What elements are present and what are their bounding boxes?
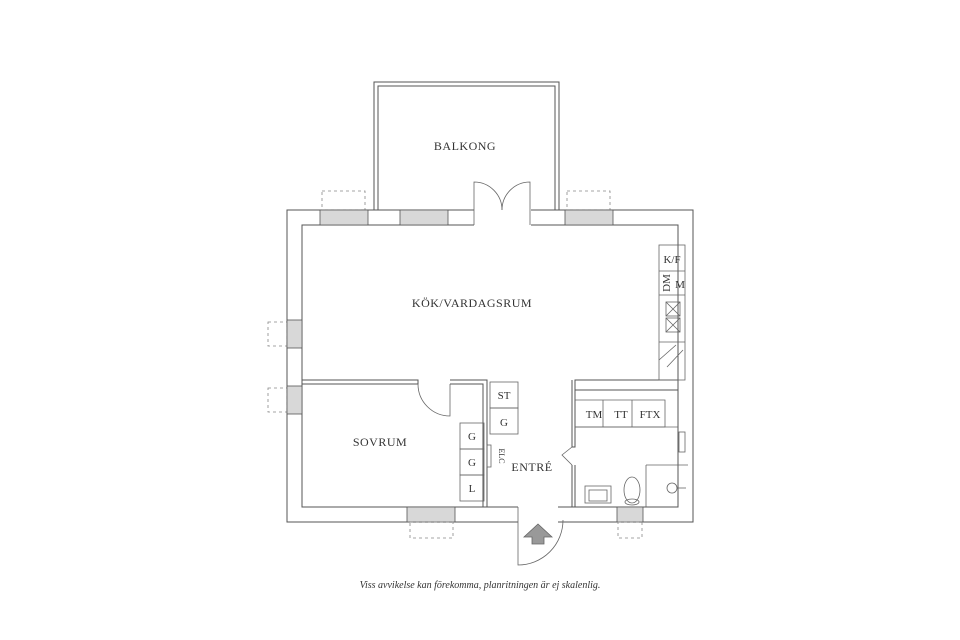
bedroom-closets — [459, 422, 485, 502]
balcony-door — [473, 181, 531, 226]
room-label-entrance: ENTRÉ — [511, 460, 552, 474]
disclaimer-caption: Viss avvikelse kan förekomma, planritnin… — [359, 580, 601, 591]
room-label-kitchen-living: KÖK/VARDAGSRUM — [412, 296, 532, 310]
fixture-fridge-freezer: K/F — [663, 254, 680, 266]
entrance-closets — [486, 381, 519, 468]
outer-walls — [286, 209, 694, 523]
fixture-ventilation: FTX — [640, 409, 661, 421]
fixture-storage: ST — [498, 390, 511, 402]
fixture-wardrobe-entrance: G — [500, 417, 508, 429]
left-windows — [267, 319, 303, 415]
top-windows — [319, 190, 614, 226]
fixture-linen: L — [469, 483, 476, 495]
room-label-bedroom: SOVRUM — [353, 435, 407, 449]
fixture-wardrobe-bedroom-1: G — [468, 431, 476, 443]
fixture-microwave: M — [675, 279, 685, 291]
fixture-dishwasher: DM — [661, 274, 673, 292]
bathroom-walls — [561, 379, 688, 507]
bottom-windows — [406, 506, 644, 539]
kitchen-counter — [658, 244, 686, 381]
room-label-balcony: BALKONG — [434, 139, 496, 153]
fixture-wardrobe-bedroom-2: G — [468, 457, 476, 469]
fixture-washing-machine: TM — [586, 409, 603, 421]
entrance-door — [517, 506, 564, 566]
bathroom-fixtures — [584, 476, 686, 506]
fixture-electric: ELC — [497, 448, 506, 463]
fixture-dryer: TT — [614, 409, 628, 421]
